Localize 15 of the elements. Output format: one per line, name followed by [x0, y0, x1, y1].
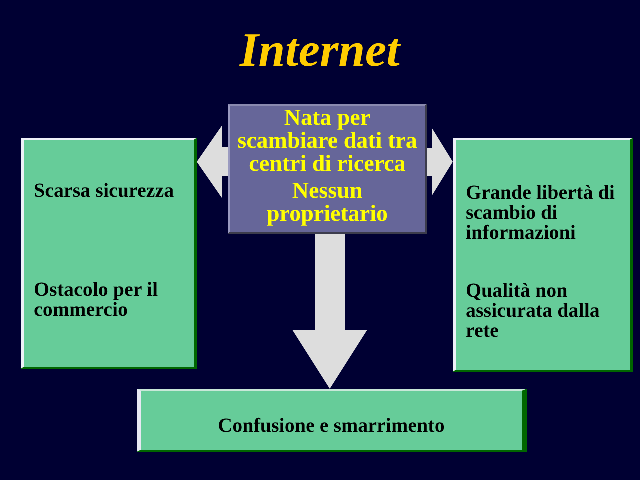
panel-text: Grande libertà di scambio di informazioni	[466, 183, 616, 243]
panel-text: Scarsa sicurezza	[34, 181, 174, 201]
text-panel	[228, 104, 427, 234]
panel-text: Nata per scambiare dati tra centri di ricerca	[236, 106, 418, 175]
panel-text: Ostacolo per il commercio	[34, 280, 160, 320]
panel-text: Confusione e smarrimento	[218, 416, 445, 436]
panel-text: Qualità non assicurata dalla rete	[466, 281, 601, 341]
block-arrow	[292, 234, 368, 389]
slide-title: Internet	[240, 27, 400, 75]
text-panel	[21, 138, 197, 369]
text-panel	[453, 138, 633, 372]
panel-text: Nessun proprietario	[266, 179, 389, 225]
block-arrow	[197, 126, 228, 198]
block-arrow	[427, 128, 453, 196]
text-panel	[137, 389, 527, 452]
